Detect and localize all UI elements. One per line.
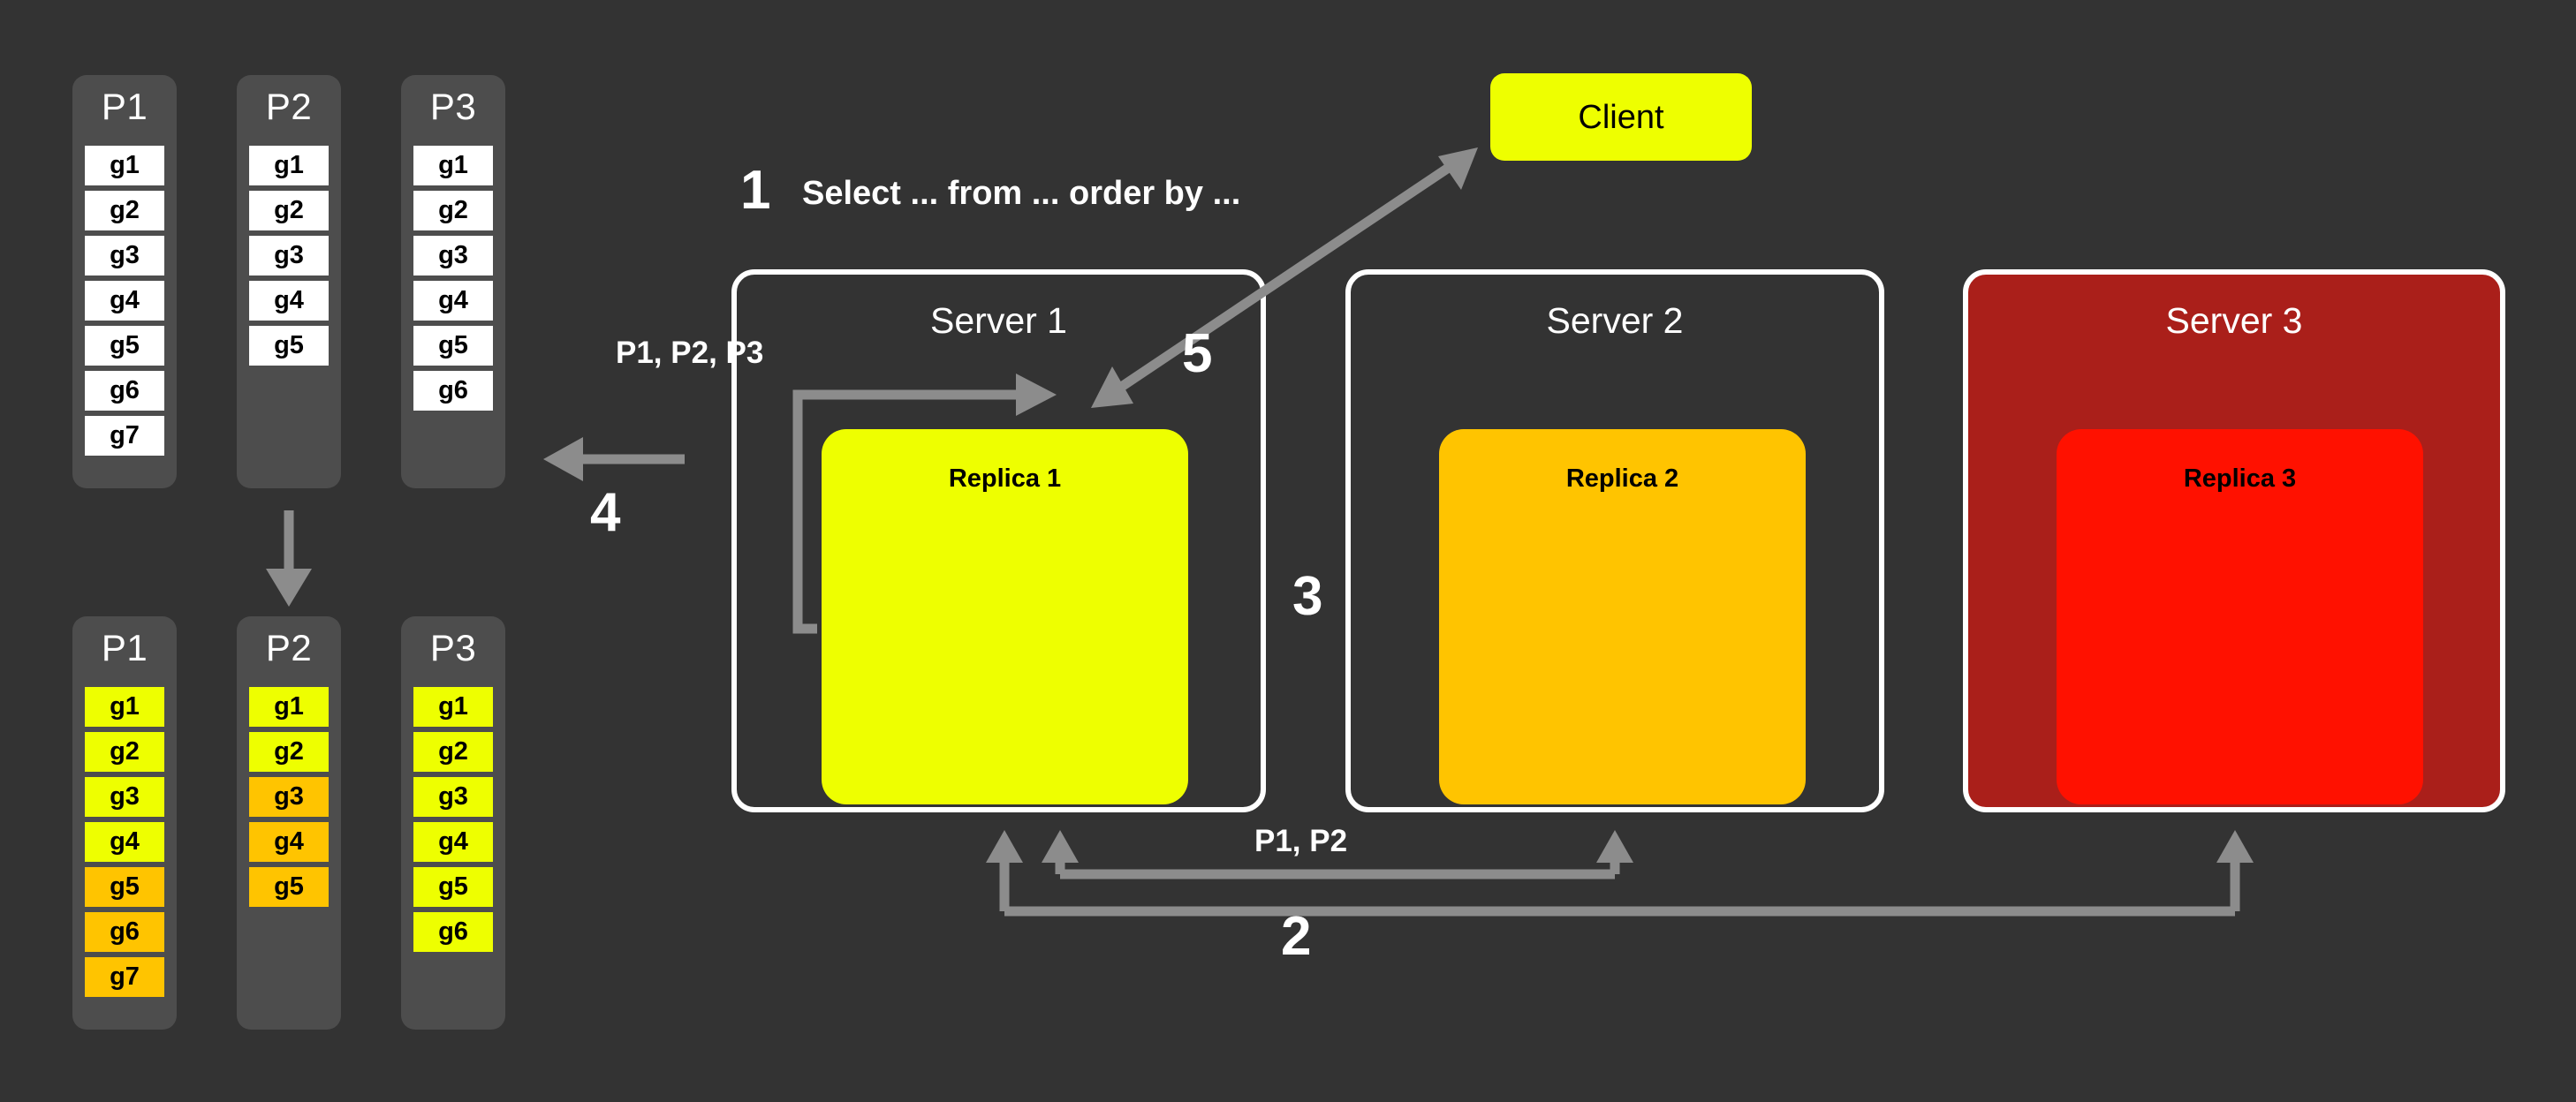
partition-cell: g6 [413, 912, 493, 952]
arrow-step-4 [543, 437, 685, 481]
partition-cell: g4 [249, 822, 329, 862]
partition-cell: g2 [249, 191, 329, 230]
server-1-title: Server 1 [930, 300, 1067, 341]
partition-cell: g1 [413, 146, 493, 185]
partition-cell: g5 [85, 867, 164, 907]
server-2-title: Server 2 [1546, 300, 1684, 341]
step-number-3: 3 [1292, 566, 1323, 627]
arrow-step-2-outer [986, 830, 2254, 917]
partition-cell: g1 [249, 146, 329, 185]
partition-column-top-p2: P2 g1 g2 g3 g4 g5 [237, 75, 341, 488]
arrow-p2-down [266, 510, 312, 607]
partition-title: P1 [101, 86, 148, 127]
client-label: Client [1578, 98, 1664, 136]
step-number-2: 2 [1281, 906, 1312, 967]
partition-title: P1 [101, 627, 148, 668]
partition-cell: g2 [249, 732, 329, 772]
replica-3-label: Replica 3 [2183, 464, 2297, 493]
server-2-box[interactable]: Server 2 Replica 2 [1345, 269, 1884, 812]
partition-column-top-p3: P3 g1 g2 g3 g4 g5 g6 [401, 75, 505, 488]
partition-cell: g5 [249, 867, 329, 907]
server-3-title: Server 3 [2165, 300, 2303, 341]
partition-cell: g7 [85, 416, 164, 456]
partition-title: P3 [429, 86, 477, 127]
replica-2-label: Replica 2 [1565, 464, 1679, 493]
partition-cell: g4 [85, 822, 164, 862]
replica-1-label: Replica 1 [948, 464, 1062, 493]
partition-cells: g1 g2 g3 g4 g5 g6 [413, 687, 493, 957]
step-number-4: 4 [590, 482, 621, 543]
query-text-label: Select ... from ... order by ... [802, 175, 1241, 212]
partitions-p1p2-label: P1, P2 [1254, 824, 1348, 858]
partition-title: P3 [429, 627, 477, 668]
partition-column-top-p1: P1 g1 g2 g3 g4 g5 g6 g7 [72, 75, 177, 488]
partition-cell: g6 [85, 371, 164, 411]
partition-cell: g4 [413, 822, 493, 862]
partition-cell: g2 [413, 732, 493, 772]
partition-cell: g6 [85, 912, 164, 952]
server-3-box[interactable]: Server 3 Replica 3 [1963, 269, 2505, 812]
client-box[interactable]: Client [1490, 73, 1752, 161]
partition-cells: g1 g2 g3 g4 g5 g6 [413, 146, 493, 416]
partition-cell: g3 [249, 236, 329, 276]
partition-cell: g1 [249, 687, 329, 727]
replica-3-box[interactable]: Replica 3 [2057, 429, 2423, 804]
partition-column-bottom-p2: P2 g1 g2 g3 g4 g5 [237, 616, 341, 1030]
partition-cell: g4 [249, 281, 329, 321]
partition-title: P2 [265, 86, 313, 127]
partition-cell: g5 [249, 326, 329, 366]
partition-cell: g3 [413, 777, 493, 817]
partition-cell: g5 [413, 867, 493, 907]
partition-cell: g4 [413, 281, 493, 321]
partition-cell: g2 [85, 732, 164, 772]
partition-cells: g1 g2 g3 g4 g5 [249, 146, 329, 371]
partition-cell: g4 [85, 281, 164, 321]
partition-cell: g5 [85, 326, 164, 366]
partition-cell: g3 [85, 777, 164, 817]
partition-cell: g7 [85, 957, 164, 997]
partition-cells: g1 g2 g3 g4 g5 g6 g7 [85, 146, 164, 461]
partition-cell: g3 [249, 777, 329, 817]
partition-cell: g2 [413, 191, 493, 230]
partition-cells: g1 g2 g3 g4 g5 [249, 687, 329, 912]
step-number-1: 1 [740, 160, 771, 221]
partition-column-bottom-p3: P3 g1 g2 g3 g4 g5 g6 [401, 616, 505, 1030]
partition-cell: g3 [85, 236, 164, 276]
partition-cell: g1 [85, 687, 164, 727]
partition-cell: g1 [413, 687, 493, 727]
partition-column-bottom-p1: P1 g1 g2 g3 g4 g5 g6 g7 [72, 616, 177, 1030]
partition-cell: g2 [85, 191, 164, 230]
step-number-5: 5 [1182, 323, 1213, 384]
partition-title: P2 [265, 627, 313, 668]
partitions-all-label: P1, P2, P3 [616, 336, 764, 370]
partition-cell: g3 [413, 236, 493, 276]
partition-cells: g1 g2 g3 g4 g5 g6 g7 [85, 687, 164, 1002]
partition-cell: g5 [413, 326, 493, 366]
replica-1-box[interactable]: Replica 1 [822, 429, 1188, 804]
partition-cell: g6 [413, 371, 493, 411]
replica-2-box[interactable]: Replica 2 [1439, 429, 1806, 804]
partition-cell: g1 [85, 146, 164, 185]
